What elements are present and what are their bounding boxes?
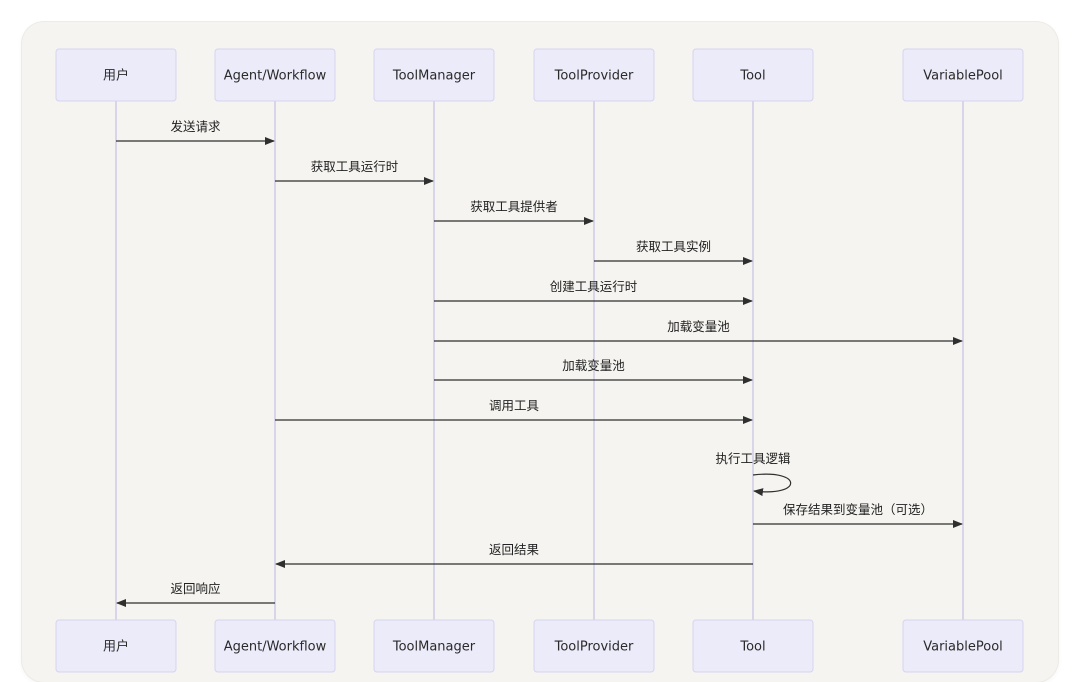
participant-label: VariablePool <box>923 69 1003 84</box>
message-label: 加载变量池 <box>562 358 625 373</box>
message-label: 保存结果到变量池（可选） <box>783 502 933 517</box>
participant-label: ToolProvider <box>554 69 634 84</box>
participant-box <box>902 48 1024 102</box>
participant-pool-bottom: VariablePool <box>902 619 1024 673</box>
participants-top: 用户 Agent/Workflow ToolManager ToolProvider T… <box>55 48 1024 102</box>
participant-label: ToolProvider <box>554 640 634 655</box>
participant-user-bottom: 用户 <box>55 619 177 673</box>
message-arrow <box>752 473 792 497</box>
participant-manager-top: ToolManager <box>373 48 495 102</box>
message-label: 加载变量池 <box>667 319 730 334</box>
participant-box <box>214 48 336 102</box>
participant-label: ToolManager <box>392 69 476 84</box>
participant-provider-bottom: ToolProvider <box>533 619 655 673</box>
message-label: 发送请求 <box>170 119 221 134</box>
message-label: 返回结果 <box>489 542 540 557</box>
participant-label: Agent/Workflow <box>224 69 327 84</box>
participant-agent-top: Agent/Workflow <box>214 48 336 102</box>
messages: 发送请求获取工具运行时获取工具提供者获取工具实例创建工具运行时加载变量池加载变量… <box>116 119 963 607</box>
message-4: 获取工具实例 <box>594 239 753 265</box>
message-label: 调用工具 <box>489 398 540 413</box>
message-label: 获取工具实例 <box>636 239 711 254</box>
participant-pool-top: VariablePool <box>902 48 1024 102</box>
message-12: 返回响应 <box>116 581 275 607</box>
participant-label: 用户 <box>103 68 129 84</box>
message-label: 返回响应 <box>170 581 220 596</box>
lifelines <box>115 101 964 620</box>
participant-agent-bottom: Agent/Workflow <box>214 619 336 673</box>
participant-box <box>533 48 655 102</box>
message-3: 获取工具提供者 <box>434 199 594 225</box>
message-9: 执行工具逻辑 <box>715 451 792 497</box>
participant-manager-bottom: ToolManager <box>373 619 495 673</box>
participant-box <box>692 48 814 102</box>
message-label: 获取工具提供者 <box>470 199 558 214</box>
message-2: 获取工具运行时 <box>275 159 434 185</box>
message-5: 创建工具运行时 <box>434 279 753 305</box>
participant-label: 用户 <box>103 639 129 655</box>
participant-tool-bottom: Tool <box>692 619 814 673</box>
participant-box <box>55 48 177 102</box>
participant-label: VariablePool <box>923 640 1003 655</box>
participant-user-top: 用户 <box>55 48 177 102</box>
participant-provider-top: ToolProvider <box>533 48 655 102</box>
message-label: 执行工具逻辑 <box>715 451 790 466</box>
participant-label: ToolManager <box>392 640 476 655</box>
message-8: 调用工具 <box>275 398 753 424</box>
message-label: 获取工具运行时 <box>311 159 399 174</box>
participants-bottom: 用户 Agent/Workflow ToolManager ToolProvider T… <box>55 619 1024 673</box>
message-1: 发送请求 <box>116 119 275 145</box>
message-6: 加载变量池 <box>434 319 963 345</box>
message-7: 加载变量池 <box>434 358 753 384</box>
participant-tool-top: Tool <box>692 48 814 102</box>
message-11: 返回结果 <box>275 542 753 568</box>
participant-label: Agent/Workflow <box>224 640 327 655</box>
participant-label: Tool <box>739 69 765 84</box>
message-10: 保存结果到变量池（可选） <box>753 502 963 528</box>
participant-box <box>373 48 495 102</box>
message-label: 创建工具运行时 <box>550 279 638 294</box>
participant-label: Tool <box>739 640 765 655</box>
